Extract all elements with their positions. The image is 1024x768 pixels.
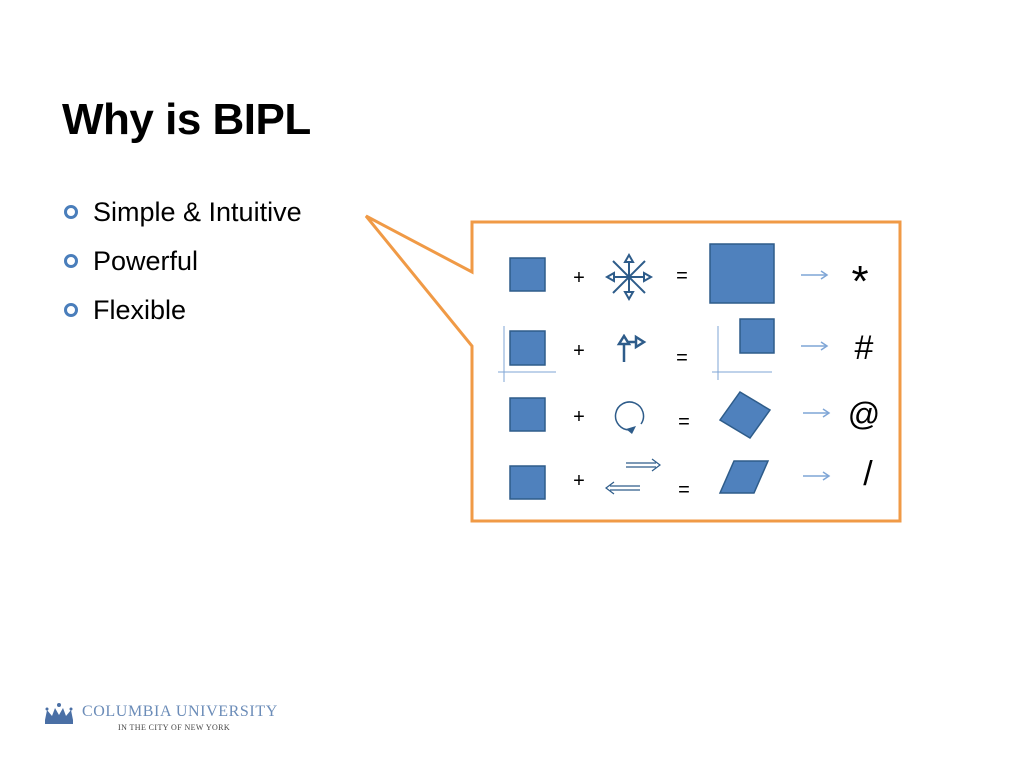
result-symbol: * (851, 257, 869, 306)
square-on-axes-shape (498, 326, 556, 382)
arrow-right-icon (801, 341, 829, 351)
large-square-shape (709, 243, 775, 304)
scale-icon (604, 252, 654, 302)
arrow-right-icon (801, 270, 829, 280)
bullet-label: Powerful (93, 246, 199, 276)
result-symbol: @ (847, 396, 881, 432)
crown-icon (45, 703, 73, 724)
bullet-item: Flexible (62, 290, 302, 339)
parallelogram-shape (718, 460, 770, 494)
bullet-circle-icon (64, 205, 78, 219)
bullet-item: Powerful (62, 241, 302, 290)
bullet-circle-icon (64, 303, 78, 317)
square-shape (509, 465, 546, 500)
equals-sign: = (678, 411, 690, 433)
bullet-list: Simple & Intuitive Powerful Flexible (62, 192, 302, 339)
translate-icon (616, 334, 647, 362)
arrow-right-icon (803, 471, 831, 481)
square-shape (509, 397, 546, 432)
equals-sign: = (676, 265, 688, 287)
result-symbol: / (863, 455, 873, 493)
bullet-label: Simple & Intuitive (93, 197, 302, 227)
bullet-item: Simple & Intuitive (62, 192, 302, 241)
slide-title: Why is BIPL (62, 95, 311, 144)
rotate-icon (614, 401, 645, 434)
logo-subtitle: IN THE CITY OF NEW YORK (118, 723, 231, 732)
bullet-label: Flexible (93, 295, 187, 325)
plus-sign: + (573, 340, 585, 362)
plus-sign: + (573, 406, 585, 428)
arrow-right-icon (803, 408, 831, 418)
result-symbol: # (854, 329, 874, 367)
logo-name: COLUMBIA UNIVERSITY (82, 703, 278, 720)
bullet-circle-icon (64, 254, 78, 268)
plus-sign: + (573, 267, 585, 289)
plus-sign: + (573, 470, 585, 492)
university-logo: COLUMBIA UNIVERSITY IN THE CITY OF NEW Y… (42, 702, 278, 734)
equals-sign: = (678, 479, 690, 501)
shear-icon (605, 458, 661, 495)
equals-sign: = (676, 347, 688, 369)
square-shape (509, 257, 546, 292)
rotated-square-shape (718, 391, 772, 439)
shifted-square-shape (712, 318, 775, 380)
